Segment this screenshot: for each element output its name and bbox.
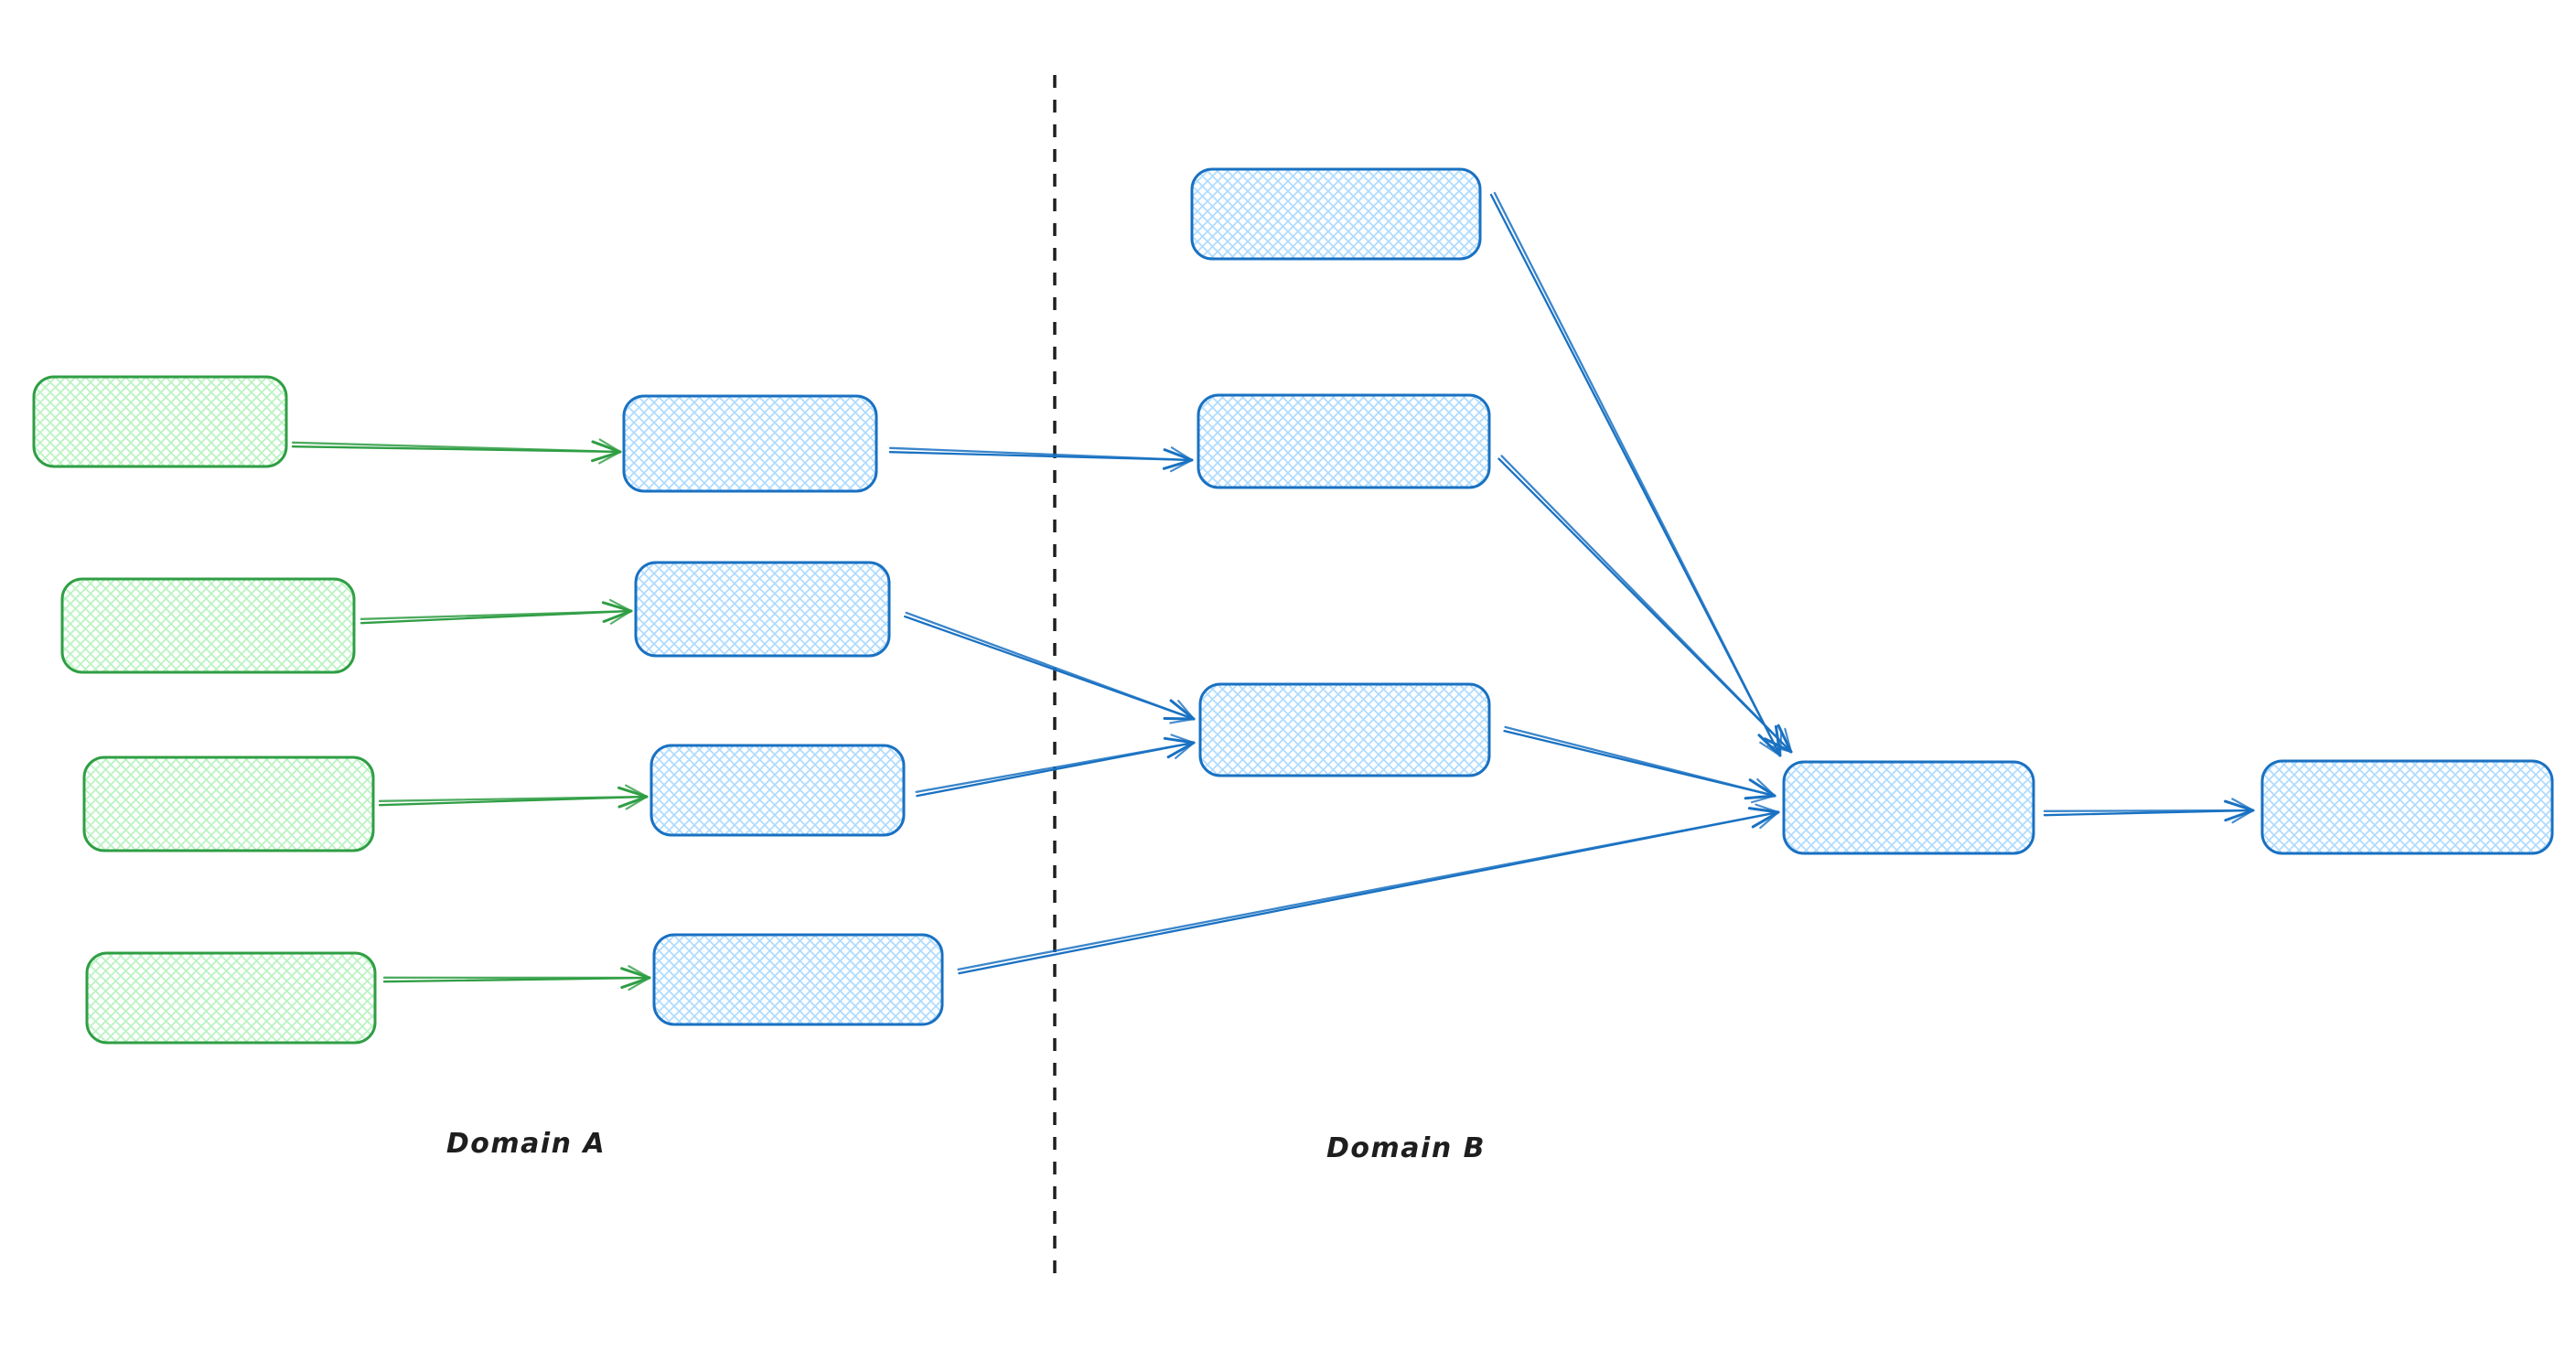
edge-converge-to-final — [2043, 798, 2255, 824]
node-green-4 — [85, 951, 377, 1045]
domain-b-label: Domain B — [1326, 1132, 1486, 1164]
node-converge — [1782, 760, 2035, 855]
node-mid-4 — [652, 933, 944, 1026]
node-mid-1 — [622, 394, 878, 493]
edge-mid-2-to-b-low — [904, 611, 1196, 724]
edge-green-3-to-mid-3 — [378, 784, 649, 810]
edge-mid-1-to-b-mid — [888, 446, 1194, 473]
node-green-3 — [82, 756, 375, 852]
edge-b-low-to-converge — [1503, 725, 1776, 804]
domain-a-label: Domain A — [445, 1128, 606, 1160]
node-mid-2 — [634, 561, 891, 658]
node-green-2 — [60, 577, 356, 674]
edge-b-mid-to-converge — [1497, 455, 1793, 754]
node-b-mid — [1197, 393, 1491, 489]
node-green-1 — [32, 375, 288, 468]
node-final — [2260, 759, 2554, 855]
edge-green-4-to-mid-4 — [382, 965, 651, 991]
edge-b-top-to-converge — [1489, 191, 1783, 757]
node-b-top — [1190, 167, 1482, 261]
edge-green-2-to-mid-2 — [360, 598, 633, 625]
edge-mid-3-to-b-low — [915, 734, 1196, 798]
edge-green-1-to-mid-1 — [291, 438, 622, 465]
edge-mid-4-to-converge — [957, 803, 1780, 975]
node-b-low — [1198, 682, 1491, 777]
node-mid-3 — [649, 744, 906, 837]
